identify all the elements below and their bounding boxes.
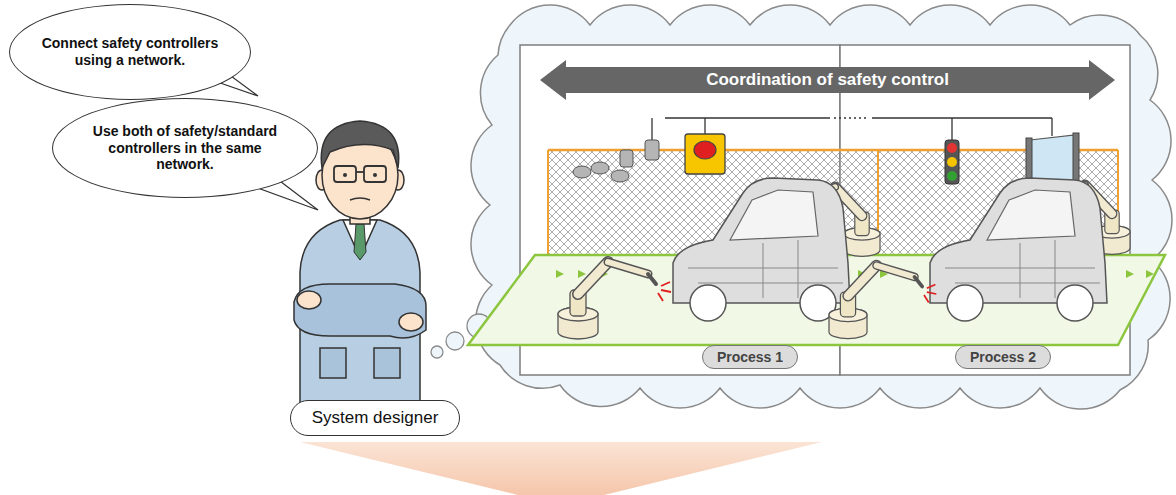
thought-dot: [431, 346, 443, 358]
node-text: System designer: [312, 408, 439, 428]
designer-figure: [373, 173, 377, 177]
signal-light: [947, 157, 957, 167]
designer-figure: [294, 284, 426, 338]
safety-sensor: [573, 140, 659, 182]
network-wire: [704, 118, 705, 134]
designer-figure: [294, 121, 426, 405]
emergency-stop: [685, 134, 725, 174]
network-wire: [872, 117, 1052, 118]
designer-figure: [320, 348, 346, 378]
illustration: [930, 178, 1107, 321]
node-text: Connect safety controllers using a netwo…: [30, 35, 230, 69]
thought-cloud: [471, 5, 1172, 409]
designer-figure: [321, 121, 398, 168]
light-curtain: [1073, 133, 1079, 183]
network-wire: [951, 118, 952, 140]
flow-chevron: [1126, 270, 1134, 278]
coordination-arrow: Coordination of safety control: [540, 60, 1115, 100]
illustration: [673, 178, 850, 321]
designer-figure: [364, 166, 386, 182]
signal-light: [945, 140, 959, 184]
designer-figure: [399, 313, 423, 331]
flow-chevron: [556, 270, 564, 278]
network-wire: [665, 117, 830, 118]
designer-figure: [343, 173, 347, 177]
designer-figure: [350, 198, 370, 200]
node-text: Coordination of safety control: [706, 70, 949, 90]
safety-sensor: [611, 170, 629, 182]
safety-sensor: [573, 166, 591, 178]
safety-sensor: [645, 140, 659, 160]
illustration: [829, 266, 936, 339]
flow-chevron: [578, 270, 586, 278]
emergency-stop: [694, 141, 716, 159]
process-label: Process 1: [702, 345, 798, 370]
signal-light: [945, 140, 959, 184]
node-text: Use both of safety/standard controllers …: [85, 123, 285, 173]
safety-fence: [547, 150, 549, 255]
signal-light: [947, 171, 957, 181]
designer-figure: [297, 291, 321, 309]
thought-dot: [446, 332, 464, 350]
flow-funnel: [300, 442, 822, 495]
speech-bubble: Connect safety controllers using a netwo…: [9, 4, 251, 100]
speech-bubble: Use both of safety/standard controllers …: [52, 98, 318, 198]
designer-figure: [334, 166, 356, 182]
designer-figure: [356, 171, 364, 173]
designer-figure: [374, 348, 400, 378]
network-wire: [834, 117, 868, 118]
safety-sensor: [591, 162, 609, 174]
node-text: Process 2: [970, 349, 1036, 366]
emergency-stop: [685, 134, 725, 174]
node-text: Process 1: [717, 349, 783, 366]
network-wire: [651, 118, 652, 140]
flow-chevron: [1146, 270, 1154, 278]
designer-figure: [354, 224, 366, 260]
illustration: [558, 262, 671, 339]
safety-sensor: [620, 150, 633, 167]
arrow-body: [540, 60, 1115, 100]
role-label: System designer: [290, 400, 460, 436]
signal-light: [947, 143, 957, 153]
process-label: Process 2: [955, 345, 1051, 370]
network-wire: [1051, 118, 1052, 136]
